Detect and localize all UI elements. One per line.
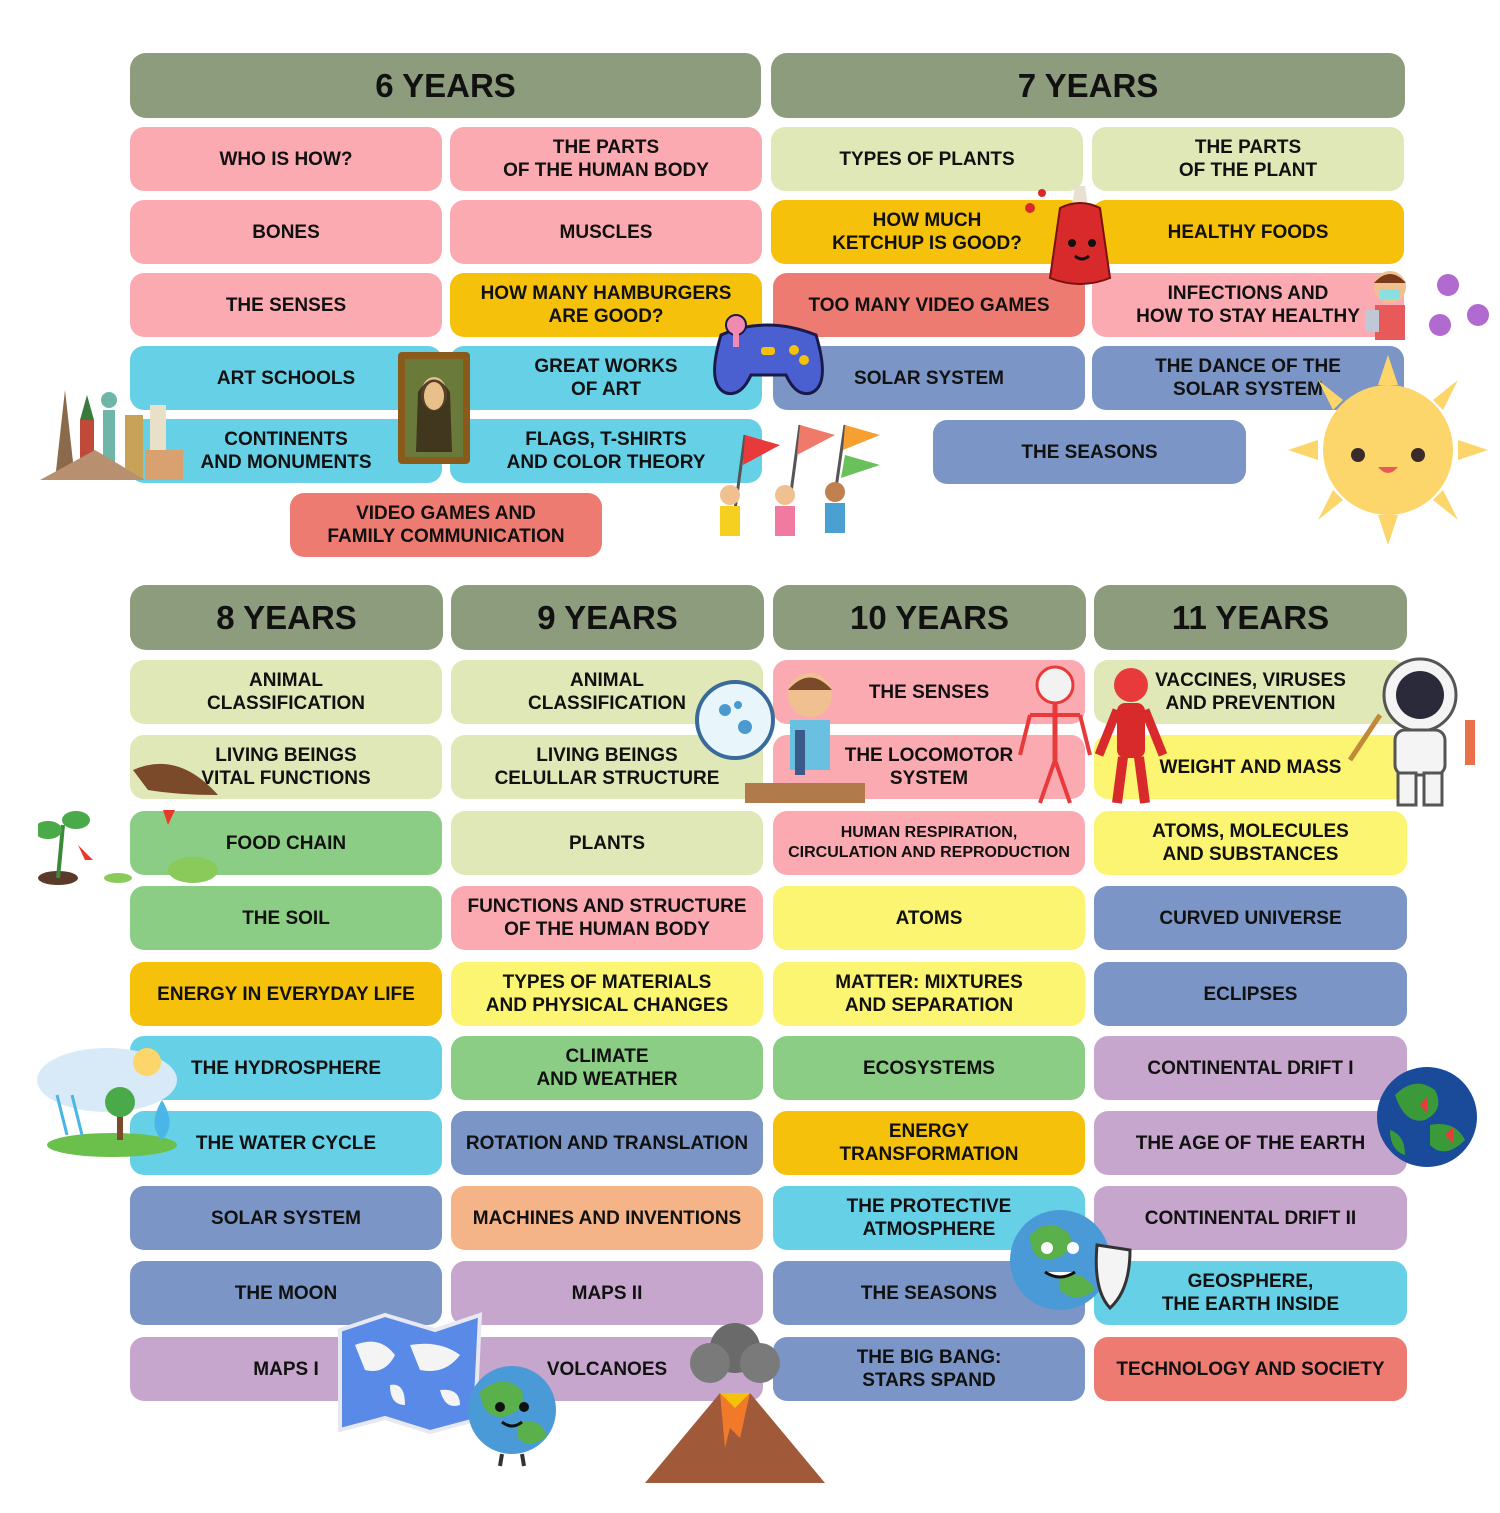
game-controller-icon [713, 314, 824, 396]
topic-maps-2: MAPS II [451, 1261, 763, 1325]
header-10-years: 10 YEARS [773, 585, 1086, 650]
earth-continents-icon [1377, 1067, 1477, 1167]
astronaut-icon [1347, 657, 1475, 807]
topic-big-bang: THE BIG BANG: STARS SPAND [773, 1337, 1085, 1401]
header-11-years: 11 YEARS [1094, 585, 1407, 650]
volcano-icon [645, 1323, 825, 1483]
topic-who-is-how: WHO IS HOW? [130, 127, 442, 191]
topic-solar-system-7: SOLAR SYSTEM [773, 346, 1085, 410]
topic-the-seasons-7: THE SEASONS [933, 420, 1246, 484]
topic-atoms-molecules: ATOMS, MOLECULES AND SUBSTANCES [1094, 811, 1407, 875]
topic-curved-universe: CURVED UNIVERSE [1094, 886, 1407, 950]
topic-geosphere: GEOSPHERE, THE EARTH INSIDE [1094, 1261, 1407, 1325]
topic-matter-mixtures: MATTER: MIXTURES AND SEPARATION [773, 962, 1085, 1026]
topic-types-of-plants: TYPES OF PLANTS [771, 127, 1083, 191]
topic-functions-human-body: FUNCTIONS AND STRUCTURE OF THE HUMAN BOD… [451, 886, 763, 950]
ketchup-bottle-icon [1025, 186, 1112, 285]
topic-infections: INFECTIONS AND HOW TO STAY HEALTHY [1092, 273, 1404, 337]
mona-lisa-icon [398, 352, 470, 464]
food-chain-icon [38, 763, 218, 885]
topic-video-games-family: VIDEO GAMES AND FAMILY COMMUNICATION [290, 493, 602, 557]
topic-energy-everyday: ENERGY IN EVERYDAY LIFE [130, 962, 442, 1026]
header-9-years: 9 YEARS [451, 585, 764, 650]
topic-solar-system-8: SOLAR SYSTEM [130, 1186, 442, 1250]
topic-too-many-video-games: TOO MANY VIDEO GAMES [773, 273, 1085, 337]
topic-parts-human-body: THE PARTS OF THE HUMAN BODY [450, 127, 762, 191]
microscope-kid-icon [695, 673, 865, 803]
topic-continental-drift-1: CONTINENTAL DRIFT I [1094, 1036, 1407, 1100]
topic-food-chain: FOOD CHAIN [130, 811, 442, 875]
header-7-years: 7 YEARS [771, 53, 1405, 118]
topic-healthy-foods: HEALTHY FOODS [1092, 200, 1404, 264]
earth-shield-icon [1010, 1210, 1132, 1311]
topic-animal-classification-8: ANIMAL CLASSIFICATION [130, 660, 442, 724]
topic-human-respiration: HUMAN RESPIRATION, CIRCULATION AND REPRO… [773, 811, 1085, 875]
topic-energy-transformation: ENERGY TRANSFORMATION [773, 1111, 1085, 1175]
header-8-years: 8 YEARS [130, 585, 443, 650]
topic-dance-solar-system: THE DANCE OF THE SOLAR SYSTEM [1092, 346, 1404, 410]
topic-machines-inventions: MACHINES AND INVENTIONS [451, 1186, 763, 1250]
topic-rotation-translation: ROTATION AND TRANSLATION [451, 1111, 763, 1175]
topic-age-of-earth: THE AGE OF THE EARTH [1094, 1111, 1407, 1175]
topic-the-moon: THE MOON [130, 1261, 442, 1325]
topic-atoms: ATOMS [773, 886, 1085, 950]
topic-bones: BONES [130, 200, 442, 264]
topic-ecosystems: ECOSYSTEMS [773, 1036, 1085, 1100]
topic-climate-weather: CLIMATE AND WEATHER [451, 1036, 763, 1100]
topic-muscles: MUSCLES [450, 200, 762, 264]
topic-water-cycle: THE WATER CYCLE [130, 1111, 442, 1175]
water-cycle-icon [37, 1048, 177, 1157]
topic-the-senses: THE SENSES [130, 273, 442, 337]
topic-hamburgers: HOW MANY HAMBURGERS ARE GOOD? [450, 273, 762, 337]
topic-hydrosphere: THE HYDROSPHERE [130, 1036, 442, 1100]
topic-parts-of-plant: THE PARTS OF THE PLANT [1092, 127, 1404, 191]
topic-art-schools: ART SCHOOLS [130, 346, 442, 410]
monuments-icon [40, 390, 183, 480]
topic-the-soil: THE SOIL [130, 886, 442, 950]
topic-flags-tshirts: FLAGS, T-SHIRTS AND COLOR THEORY [450, 419, 762, 483]
header-6-years: 6 YEARS [130, 53, 761, 118]
earth-character-icon [468, 1366, 556, 1467]
kids-flags-icon [720, 424, 880, 536]
sun-icon [1288, 355, 1488, 545]
topic-technology-society: TECHNOLOGY AND SOCIETY [1094, 1337, 1407, 1401]
skeleton-icon [1018, 665, 1092, 804]
map-icon [338, 1312, 483, 1435]
topic-eclipses: ECLIPSES [1094, 962, 1407, 1026]
muscle-body-icon [1095, 668, 1167, 804]
topic-great-works-of-art: GREAT WORKS OF ART [450, 346, 762, 410]
topic-types-of-materials: TYPES OF MATERIALS AND PHYSICAL CHANGES [451, 962, 763, 1026]
topic-plants: PLANTS [451, 811, 763, 875]
topic-continental-drift-2: CONTINENTAL DRIFT II [1094, 1186, 1407, 1250]
kid-virus-icon [1365, 271, 1489, 340]
